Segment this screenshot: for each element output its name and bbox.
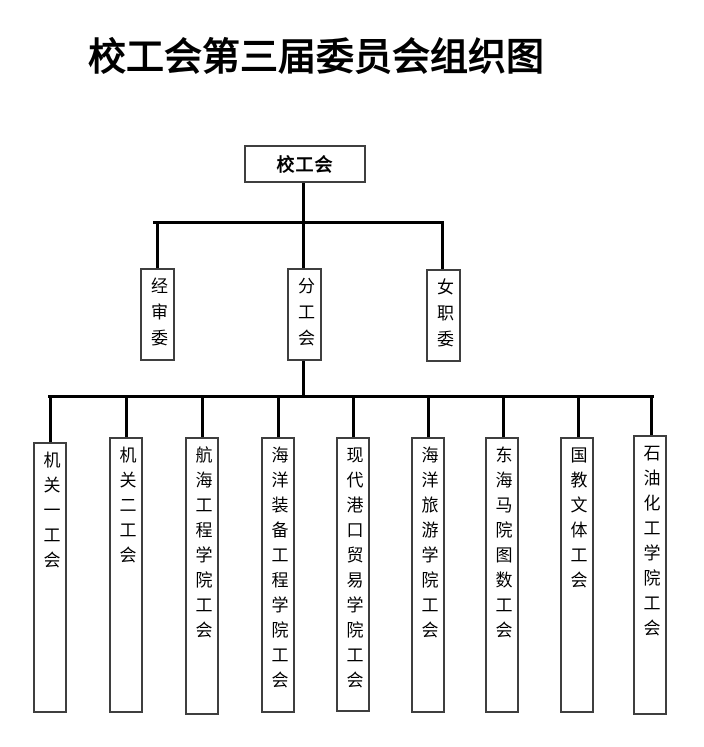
org-box-jiguan2: 机关二工会 <box>109 437 143 713</box>
org-box-label: 海洋装备工程学院工会 <box>268 446 288 696</box>
connector-drop-level3-1 <box>49 395 52 442</box>
org-box-fengonghui: 分工会 <box>287 268 322 361</box>
org-box-label: 机关二工会 <box>116 446 136 571</box>
connector-drop-level3-8 <box>577 395 580 437</box>
connector-drop-level3-5 <box>352 395 355 437</box>
connector-level3-rail <box>48 395 654 398</box>
org-box-label: 东海马院图数工会 <box>492 446 512 646</box>
connector-root-to-level2 <box>302 183 305 268</box>
org-box-jingshenwei: 经审委 <box>140 268 175 361</box>
org-box-nvzhiwei: 女职委 <box>426 269 461 362</box>
connector-drop-nvzhiwei <box>441 221 444 269</box>
org-box-label: 分工会 <box>295 277 314 355</box>
org-box-root: 校工会 <box>244 145 366 183</box>
connector-drop-level3-3 <box>201 395 204 437</box>
connector-fengonghui-to-level3 <box>302 360 305 398</box>
page-title: 校工会第三届委员会组织图 <box>88 37 545 79</box>
org-box-label: 经审委 <box>148 277 167 355</box>
org-box-label: 女职委 <box>434 278 453 356</box>
connector-level2-rail <box>153 221 444 224</box>
org-box-label: 石油化工学院工会 <box>640 444 660 644</box>
org-box-label: 航海工程学院工会 <box>192 446 212 646</box>
connector-drop-jingshenwei <box>156 221 159 268</box>
org-box-xiandaigangkou: 现代港口贸易学院工会 <box>336 437 370 712</box>
org-box-label: 海洋旅游学院工会 <box>418 446 438 646</box>
org-box-donghai: 东海马院图数工会 <box>485 437 519 713</box>
org-box-haiyangzhuangbei: 海洋装备工程学院工会 <box>261 437 295 713</box>
org-box-guojiao: 国教文体工会 <box>560 437 594 713</box>
org-box-haiyangly: 海洋旅游学院工会 <box>411 437 445 713</box>
connector-drop-level3-4 <box>277 395 280 437</box>
connector-drop-level3-9 <box>650 395 653 435</box>
connector-drop-level3-2 <box>125 395 128 437</box>
org-box-jiguan1: 机关一工会 <box>33 442 67 713</box>
connector-drop-level3-7 <box>502 395 505 437</box>
org-box-hanghai: 航海工程学院工会 <box>185 437 219 715</box>
org-box-shiyou: 石油化工学院工会 <box>633 435 667 715</box>
org-box-label: 机关一工会 <box>40 451 60 576</box>
connector-drop-level3-6 <box>427 395 430 437</box>
org-box-root-label: 校工会 <box>276 155 334 175</box>
org-box-label: 现代港口贸易学院工会 <box>343 446 363 696</box>
org-box-label: 国教文体工会 <box>567 446 587 596</box>
